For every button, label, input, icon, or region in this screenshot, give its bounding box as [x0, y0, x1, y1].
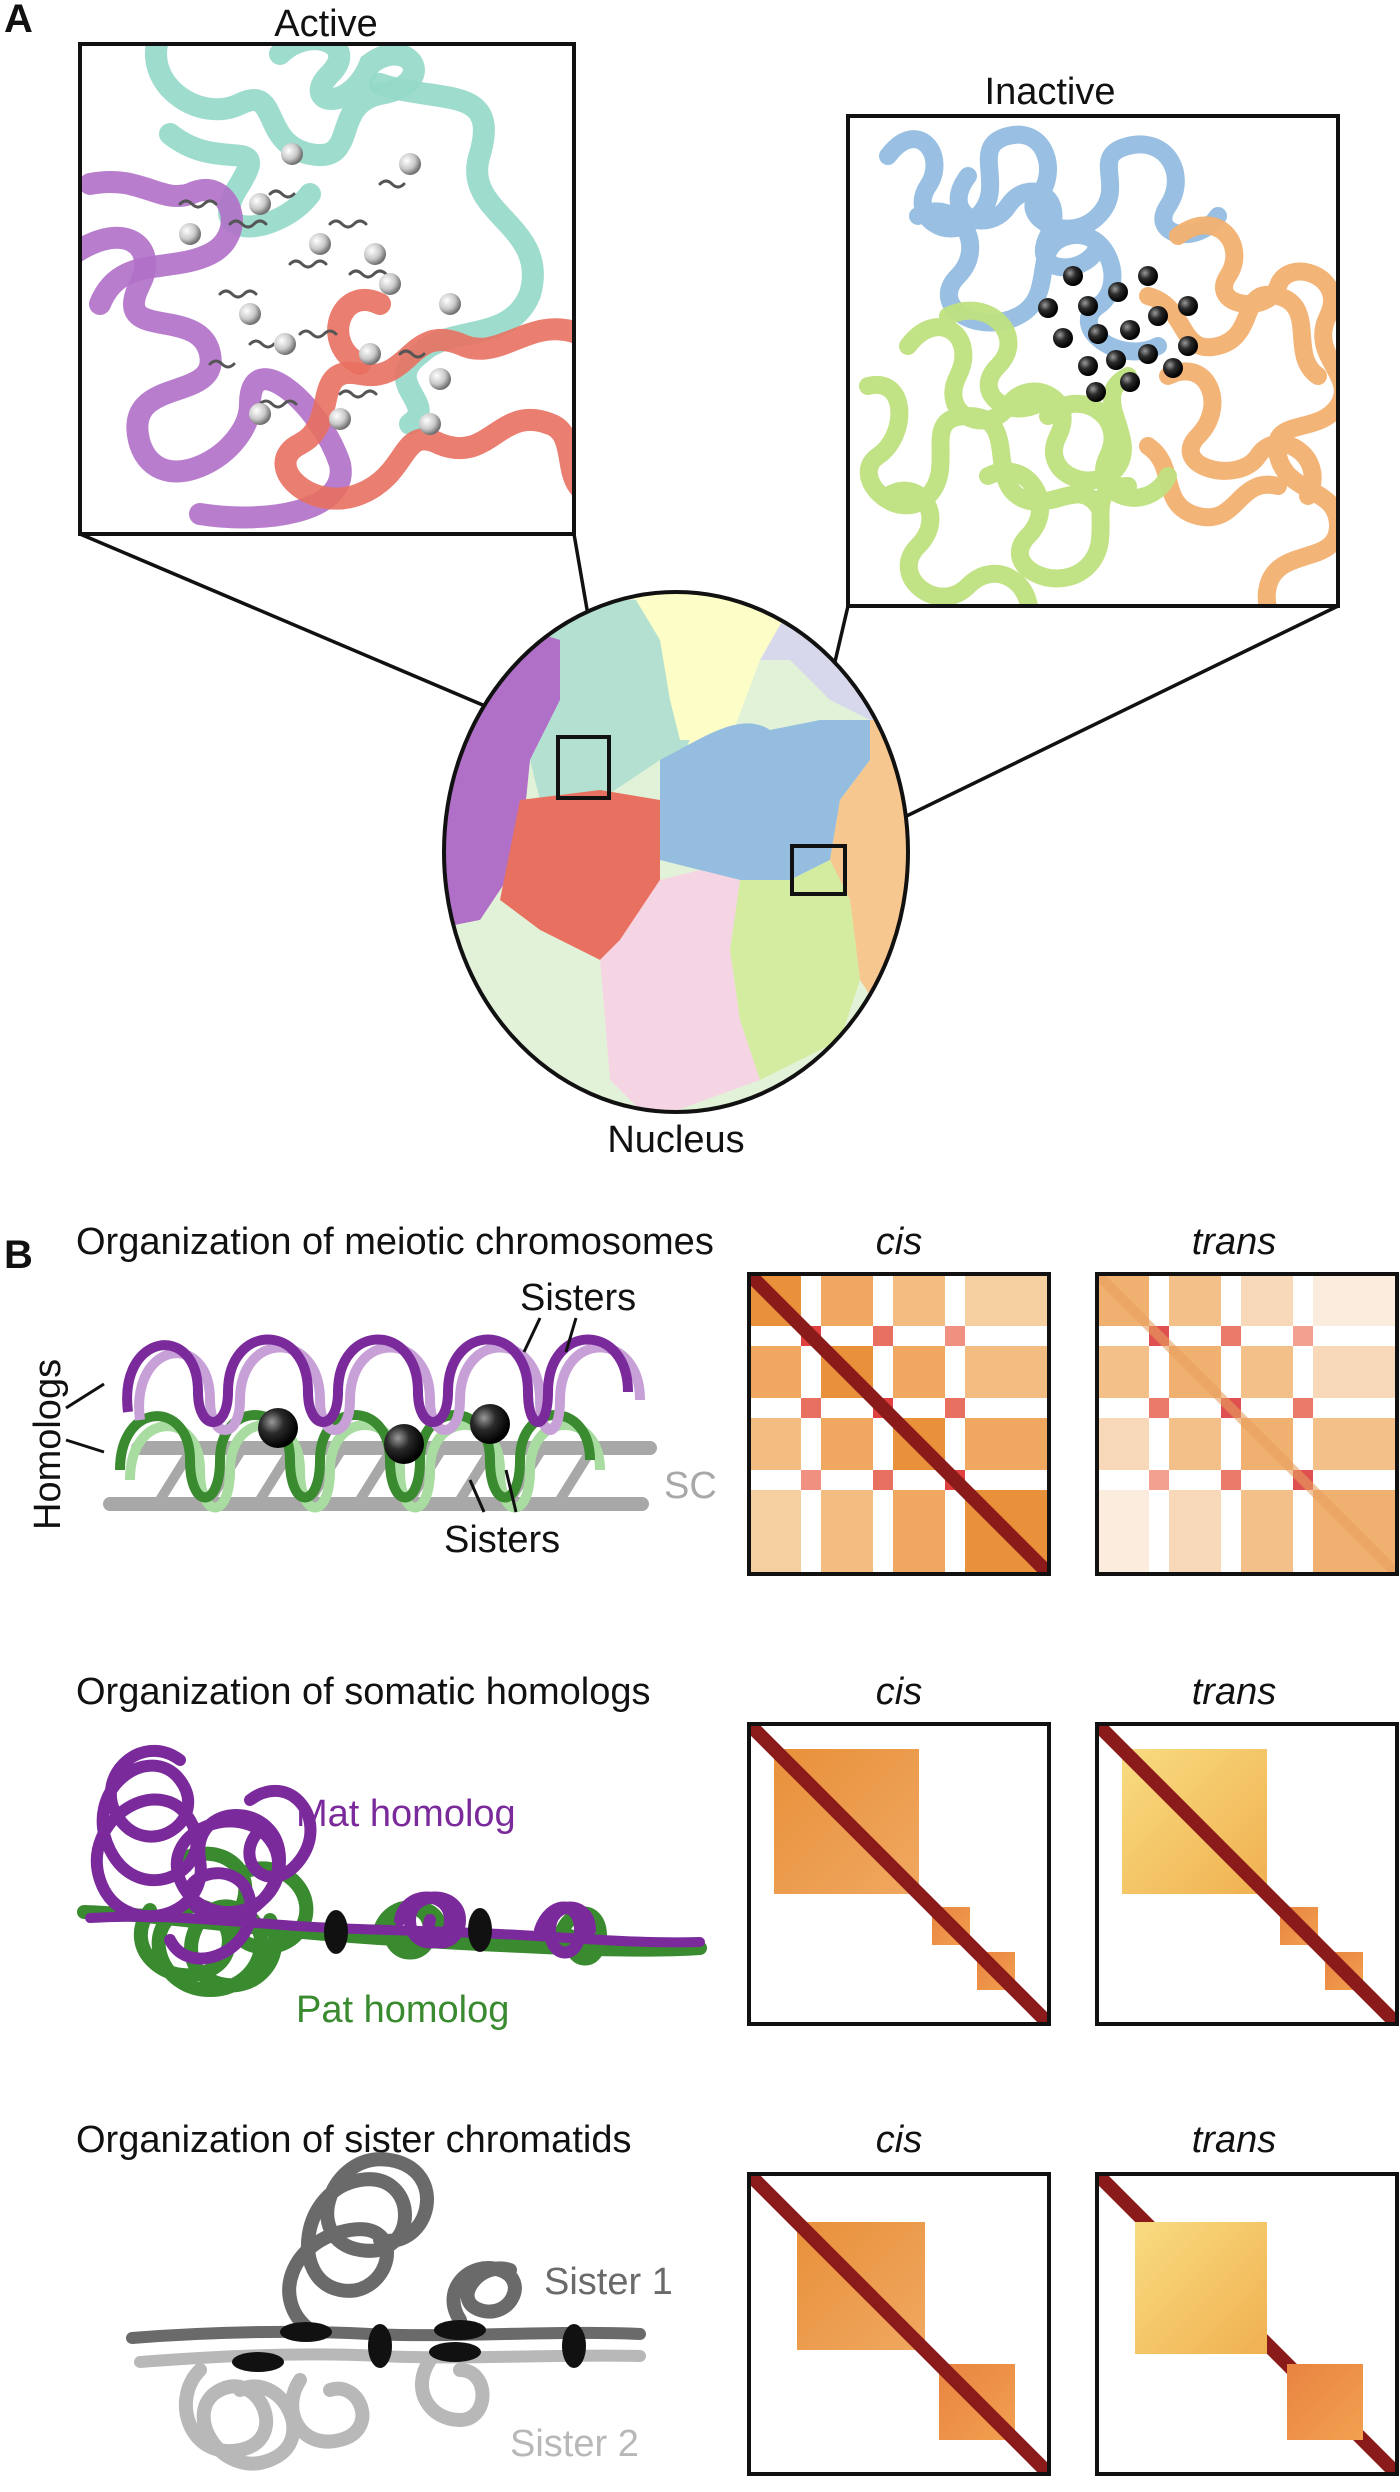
- homologs-label: Homologs: [27, 1359, 69, 1530]
- sisters-top-label: Sisters: [520, 1277, 636, 1319]
- trans-label-meiotic: trans: [1192, 1221, 1276, 1263]
- inactive-inset: Inactive: [846, 71, 1340, 608]
- inactive-green-chromosome: [859, 301, 1177, 606]
- hic-map-cis-somatic: [747, 1722, 1051, 2026]
- sisters-bottom-label: Sisters: [444, 1519, 560, 1561]
- cis-label-sister: cis: [876, 2119, 922, 2161]
- panel-b-letter: B: [4, 1233, 33, 1277]
- mat-homolog-label: Mat homolog: [296, 1793, 516, 1835]
- hic-map-cis-sister: [747, 2172, 1051, 2476]
- row-title-sister: Organization of sister chromatids: [76, 2119, 631, 2161]
- sister-chromatid-illustration: [126, 2152, 646, 2471]
- hic-map-cis-meiotic: [747, 1272, 1051, 1576]
- active-purple-chromosome: [80, 226, 352, 529]
- active-inset: Active: [78, 3, 576, 536]
- hic-map-trans-sister: [1095, 2172, 1399, 2476]
- inactive-zoom-marker: [790, 844, 847, 896]
- pat-homolog-label: Pat homolog: [296, 1989, 509, 2031]
- somatic-homolog-illustration: [77, 1744, 707, 1998]
- row-somatic: Organization of somatic homologs cis tra…: [76, 1671, 1399, 2031]
- row-title-somatic: Organization of somatic homologs: [76, 1671, 651, 1713]
- active-red-chromosome: [274, 318, 574, 510]
- meiotic-chromosome-illustration: [65, 1317, 657, 1513]
- trans-label-sister: trans: [1192, 2119, 1276, 2161]
- row-meiotic: Organization of meiotic chromosomes cis …: [27, 1221, 1399, 1576]
- sister-1-label: Sister 1: [544, 2261, 673, 2303]
- row-title-meiotic: Organization of meiotic chromosomes: [76, 1221, 714, 1263]
- trans-label-somatic: trans: [1192, 1671, 1276, 1713]
- cis-label-meiotic: cis: [876, 1221, 922, 1263]
- hic-map-trans-meiotic: [1095, 1272, 1399, 1576]
- panel-a-letter: A: [4, 0, 33, 41]
- nucleus: Nucleus: [442, 590, 910, 1161]
- sc-label: SC: [664, 1465, 717, 1507]
- active-label: Active: [274, 3, 377, 45]
- sister-2-label: Sister 2: [510, 2423, 639, 2465]
- hic-map-trans-somatic: [1095, 1722, 1399, 2026]
- active-zoom-marker: [556, 735, 611, 800]
- cis-label-somatic: cis: [876, 1671, 922, 1713]
- row-sister: Organization of sister chromatids cis tr…: [76, 2119, 1399, 2476]
- nucleus-label: Nucleus: [607, 1119, 744, 1161]
- inactive-orange-chromosome: [1139, 216, 1338, 606]
- inactive-label: Inactive: [985, 71, 1116, 113]
